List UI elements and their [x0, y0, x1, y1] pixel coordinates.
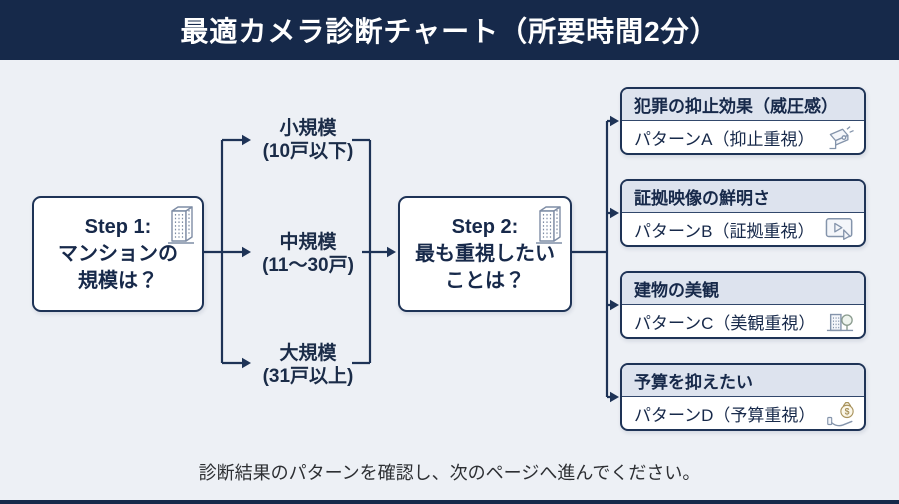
branch-small-label: 小規模 [279, 118, 337, 139]
step1-box: Step 1: マンションの 規模は？ [32, 196, 204, 312]
step2-box: Step 2: 最も重視したい ことは？ [398, 196, 572, 312]
bottom-border-bar [0, 500, 899, 504]
cctv-camera-icon [829, 125, 854, 149]
step2-line1: Step 2: [451, 215, 519, 238]
footer-note: 診断結果のパターンを確認し、次のページへ進んでください。 [198, 463, 701, 483]
result-card-pattern-b: 証拠映像の鮮明さ パターンB（証拠重視） [620, 179, 866, 247]
result-d-title: 予算を抑えたい [622, 365, 864, 397]
branch-medium-sub: (11〜30戸) [262, 255, 354, 276]
header-bar: 最適カメラ診断チャート（所要時間2分） [0, 0, 899, 60]
branch-large-label: 大規模 [279, 343, 337, 364]
branch-small-sub: (10戸以下) [262, 141, 354, 162]
result-a-title: 犯罪の抑止効果（威圧感） [622, 89, 864, 121]
result-card-pattern-c: 建物の美観 パターンC（美観重視） [620, 271, 866, 339]
step1-line2: マンションの [58, 242, 178, 265]
branch-large-sub: (31戸以上) [262, 366, 354, 387]
video-monitor-icon [825, 217, 853, 240]
building-icon [163, 202, 197, 248]
step2-line3: ことは？ [445, 269, 525, 292]
result-c-pattern: パターンC（美観重視） [634, 314, 816, 333]
result-a-pattern: パターンA（抑止重視） [634, 130, 815, 149]
branch-small: 小規模 (10戸以下) [238, 117, 378, 163]
money-hand-icon: $ [827, 401, 854, 426]
result-card-pattern-a: 犯罪の抑止効果（威圧感） パターンA（抑止重視） [620, 87, 866, 155]
branch-medium-label: 中規模 [279, 232, 337, 253]
result-c-title: 建物の美観 [622, 273, 864, 305]
page-title: 最適カメラ診断チャート（所要時間2分） [180, 16, 719, 47]
result-b-title: 証拠映像の鮮明さ [622, 181, 864, 213]
result-d-pattern: パターンD（予算重視） [634, 406, 816, 425]
step2-line2: 最も重視したい [415, 242, 555, 265]
step1-line3: 規模は？ [78, 269, 158, 292]
building-tree-icon [826, 313, 854, 331]
branch-medium: 中規模 (11〜30戸) [238, 231, 378, 277]
branch-large: 大規模 (31戸以上) [238, 342, 378, 388]
result-b-pattern: パターンB（証拠重視） [634, 222, 815, 241]
dollar-glyph: $ [845, 406, 850, 416]
step1-line1: Step 1: [84, 215, 152, 238]
building-icon [531, 202, 565, 248]
result-card-pattern-d: 予算を抑えたい パターンD（予算重視） $ [620, 363, 866, 431]
